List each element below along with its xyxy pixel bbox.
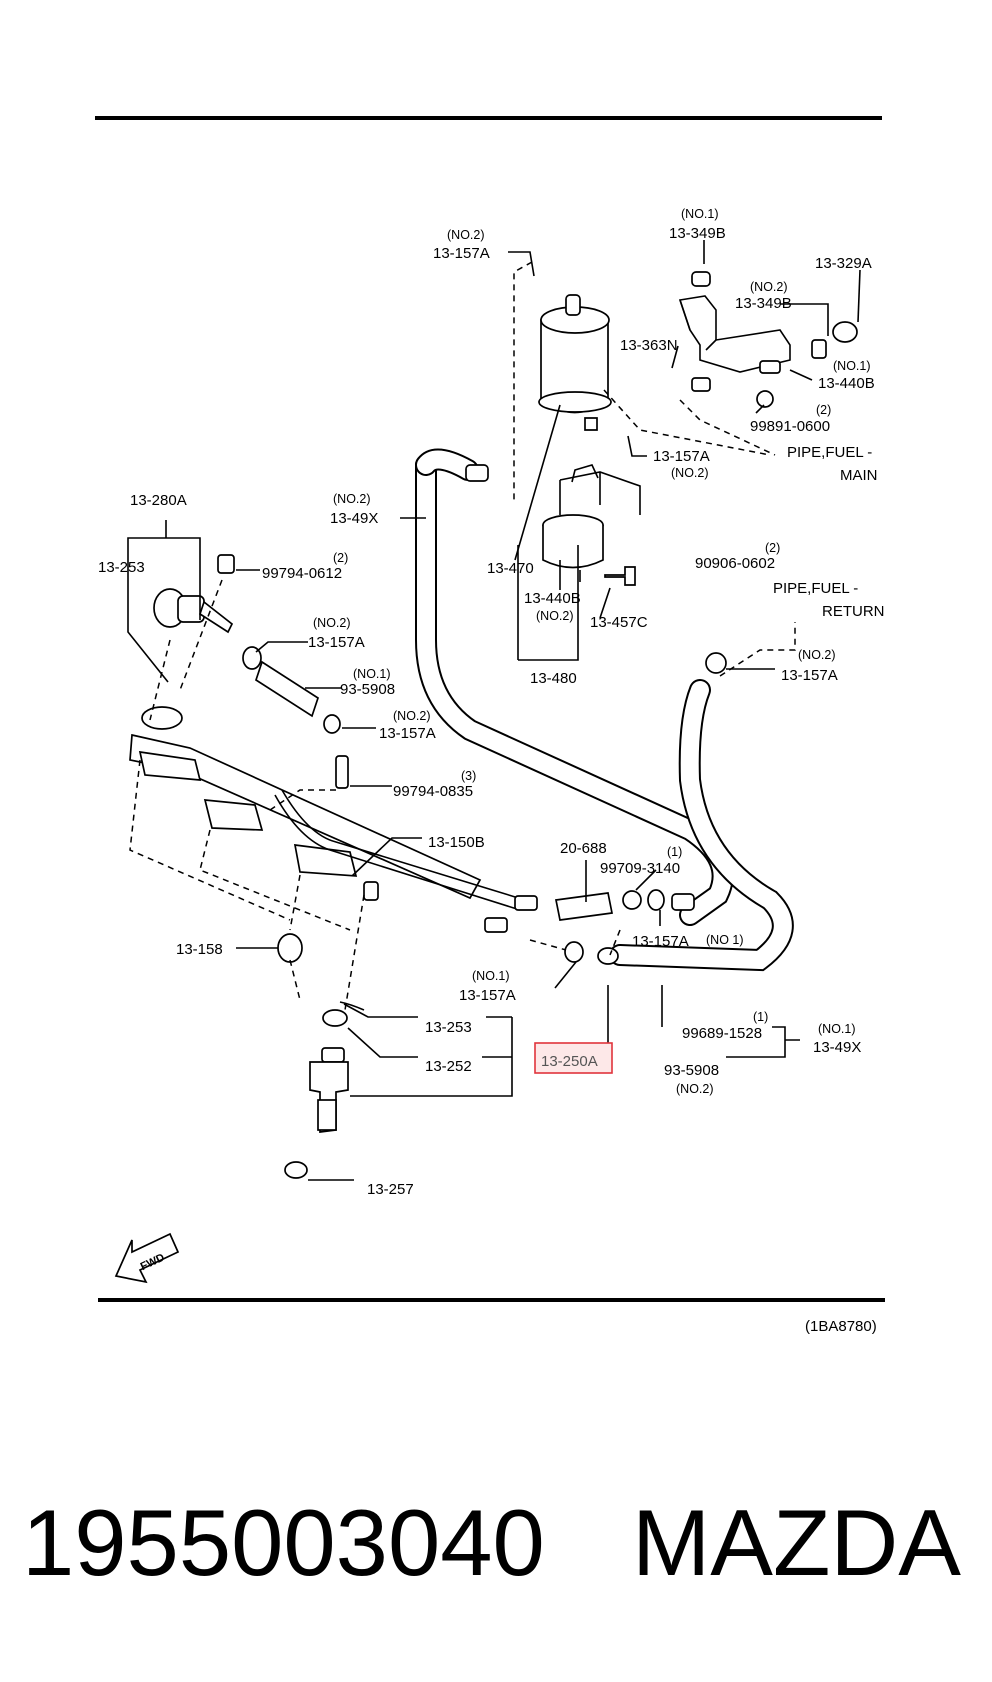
label-no2-d: (NO.2) <box>333 492 371 506</box>
label-13-470: 13-470 <box>487 560 534 577</box>
label-13-157a-bottom-left: 13-157A <box>459 987 516 1004</box>
part-number: 1955003040 <box>22 1490 545 1595</box>
label-qty-3: (3) <box>461 769 476 783</box>
delivery-pipe <box>129 706 538 933</box>
filter-bracket <box>542 464 641 586</box>
label-13-158: 13-158 <box>176 941 223 958</box>
short-hose-20-688 <box>554 889 665 921</box>
label-13-150b: 13-150B <box>428 834 485 851</box>
label-qty-1-b: (1) <box>753 1010 768 1024</box>
label-no1-f: (NO.1) <box>818 1022 856 1036</box>
label-qty-2-b: (2) <box>333 551 348 565</box>
pressure-regulator <box>153 554 235 634</box>
highlight-box-13-250a <box>534 1042 613 1074</box>
bolt-99794-0835 <box>335 755 349 789</box>
regulator-hose <box>242 646 341 734</box>
label-13-157a-left: 13-157A <box>308 634 365 651</box>
label-93-5908-top: 93-5908 <box>340 681 395 698</box>
label-pipe-fuel-main-2: MAIN <box>840 467 878 484</box>
label-no2-b: (NO.2) <box>750 280 788 294</box>
label-no1-a: (NO.1) <box>681 207 719 221</box>
label-no1-b: (NO.1) <box>833 359 871 373</box>
label-13-252: 13-252 <box>425 1058 472 1075</box>
callouts: (NO.2) 13-157A (NO.1) 13-349B 13-329A (N… <box>98 207 885 1335</box>
label-qty-1-a: (1) <box>667 845 682 859</box>
dashed-guides <box>129 261 796 1011</box>
label-13-49x-bottom: 13-49X <box>813 1039 861 1056</box>
label-no2-e: (NO.2) <box>536 609 574 623</box>
label-13-157a-right: 13-157A <box>781 667 838 684</box>
label-13-253-bottom: 13-253 <box>425 1019 472 1036</box>
label-no2-c: (NO.2) <box>671 466 709 480</box>
label-99794-0612: 99794-0612 <box>262 565 342 582</box>
grommet-13-158 <box>277 933 303 963</box>
label-pipe-fuel-return-2: RETURN <box>822 603 885 620</box>
label-13-329a: 13-329A <box>815 255 872 272</box>
fuel-injector <box>284 1001 365 1179</box>
label-93-5908-bottom: 93-5908 <box>664 1062 719 1079</box>
brand-name: MAZDA <box>632 1490 961 1595</box>
label-no2-i: (NO.2) <box>676 1082 714 1096</box>
label-no1-d: (NO 1) <box>706 933 744 947</box>
label-99794-0835: 99794-0835 <box>393 783 473 800</box>
label-qty-2-c: (2) <box>765 541 780 555</box>
label-13-349b-1: 13-349B <box>669 225 726 242</box>
pipe-bracket <box>678 271 858 408</box>
diagram-reference-code: (1BA8780) <box>805 1318 877 1335</box>
label-no1-e: (NO.1) <box>472 969 510 983</box>
label-13-457c: 13-457C <box>590 614 648 631</box>
label-no2-h: (NO.2) <box>393 709 431 723</box>
label-13-253-top: 13-253 <box>98 559 145 576</box>
label-13-49x-top: 13-49X <box>330 510 378 527</box>
label-90906-0602: 90906-0602 <box>695 555 775 572</box>
fuel-filter <box>538 294 612 431</box>
label-13-363n: 13-363N <box>620 337 678 354</box>
leader-lines <box>127 240 861 1181</box>
label-99709-3140: 99709-3140 <box>600 860 680 877</box>
label-no1-c: (NO.1) <box>353 667 391 681</box>
clamp-no1-bottom <box>564 941 584 963</box>
label-no2-a: (NO.2) <box>447 228 485 242</box>
label-13-280a: 13-280A <box>130 492 187 509</box>
fwd-arrow-icon: FWD <box>114 1232 180 1284</box>
label-no2-g: (NO.2) <box>798 648 836 662</box>
label-13-157a-top: 13-157A <box>433 245 490 262</box>
label-20-688: 20-688 <box>560 840 607 857</box>
label-13-157a-left-2: 13-157A <box>379 725 436 742</box>
label-13-157a-no1: 13-157A <box>632 933 689 950</box>
label-99689-1528: 99689-1528 <box>682 1025 762 1042</box>
label-13-157a-mid: 13-157A <box>653 448 710 465</box>
label-13-349b-2: 13-349B <box>735 295 792 312</box>
label-qty-2-a: (2) <box>816 403 831 417</box>
label-13-440b-center: 13-440B <box>524 590 581 607</box>
return-hose <box>597 652 794 972</box>
label-99891-0600: 99891-0600 <box>750 418 830 435</box>
label-13-480: 13-480 <box>530 670 577 687</box>
label-13-440b-right: 13-440B <box>818 375 875 392</box>
label-13-257: 13-257 <box>367 1181 414 1198</box>
label-13-250a: 13-250A <box>541 1053 598 1070</box>
label-pipe-fuel-return-1: PIPE,FUEL - <box>773 580 858 597</box>
label-pipe-fuel-main-1: PIPE,FUEL - <box>787 444 872 461</box>
label-no2-f: (NO.2) <box>313 616 351 630</box>
